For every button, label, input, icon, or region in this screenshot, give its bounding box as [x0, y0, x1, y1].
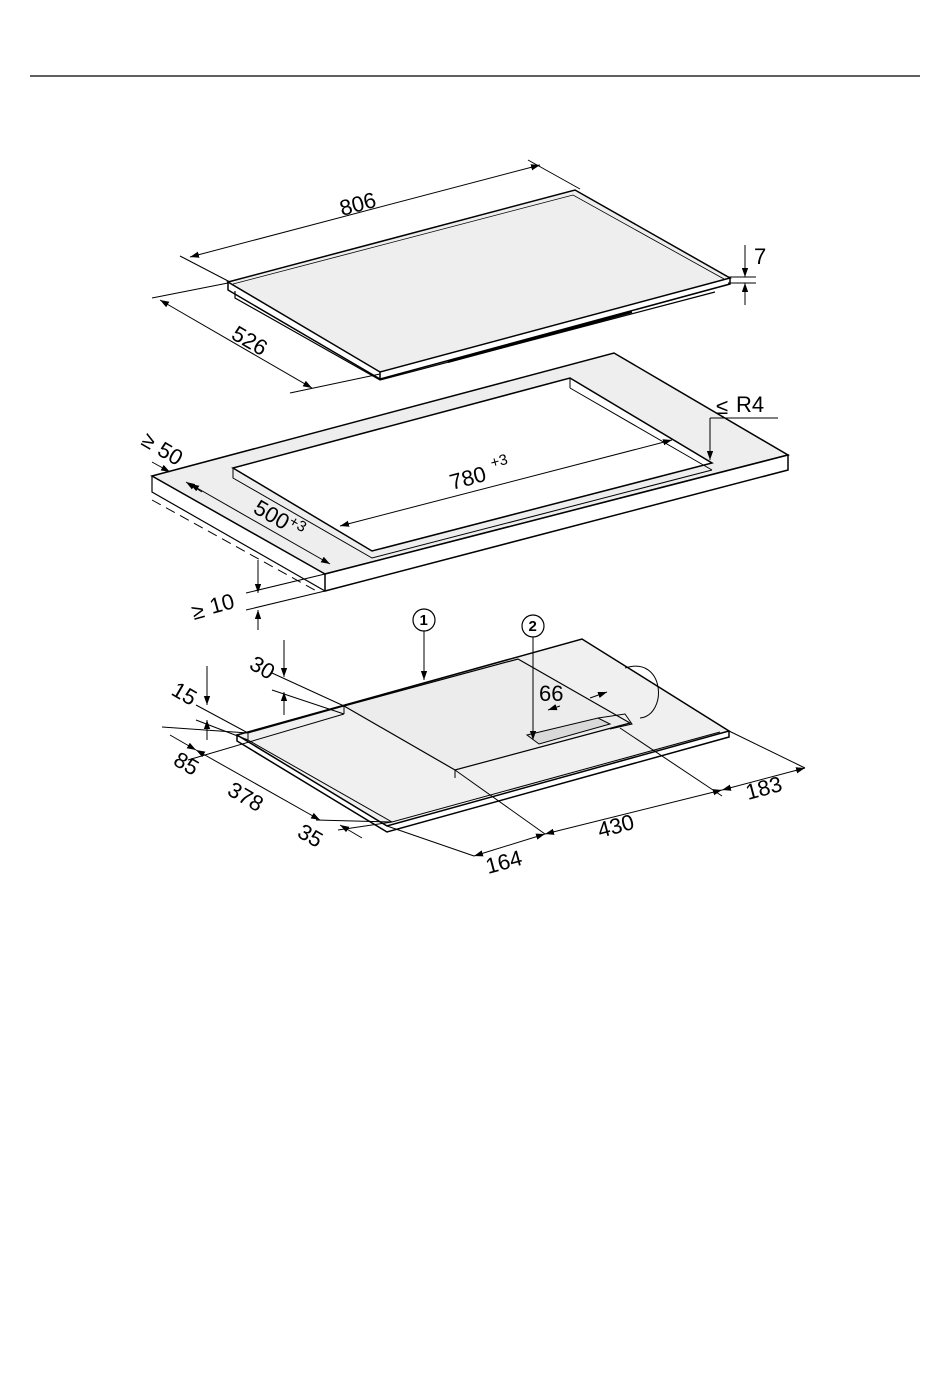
dim-378-label: 378: [224, 777, 268, 817]
dim-430-label: 430: [595, 809, 637, 843]
dim-corner-radius-label: R4: [736, 392, 764, 417]
callout-1: 1: [413, 609, 435, 680]
dim-corner-radius-prefix: ≤: [716, 394, 728, 419]
dim-worktop-thickness-label: 10: [207, 588, 237, 618]
dim-30: [272, 640, 344, 715]
dim-cutout-width-tolerance: +3: [489, 451, 510, 472]
dim-cutout-width-label: 780: [447, 461, 489, 495]
dim-164-label: 164: [483, 845, 525, 879]
svg-text:1: 1: [420, 612, 428, 629]
dim-front-gap-prefix: ≥: [138, 427, 161, 455]
hob-illustration: [228, 190, 730, 380]
underside-illustration: [237, 639, 729, 832]
svg-text:2: 2: [529, 618, 537, 635]
dim-183-label: 183: [743, 771, 785, 805]
dim-worktop-thickness-prefix: ≥: [189, 598, 207, 625]
dim-hob-thickness-label: 7: [754, 244, 766, 269]
dim-30-label: 30: [246, 651, 280, 685]
dim-hob-thickness: [728, 245, 756, 305]
dim-worktop-thickness: [246, 560, 325, 630]
dim-15: [196, 666, 248, 740]
dim-35-label: 35: [294, 819, 328, 853]
dim-66-label: 66: [539, 681, 563, 706]
dim-hob-width-label: 806: [337, 187, 379, 221]
dim-hob-depth-label: 526: [228, 321, 272, 361]
